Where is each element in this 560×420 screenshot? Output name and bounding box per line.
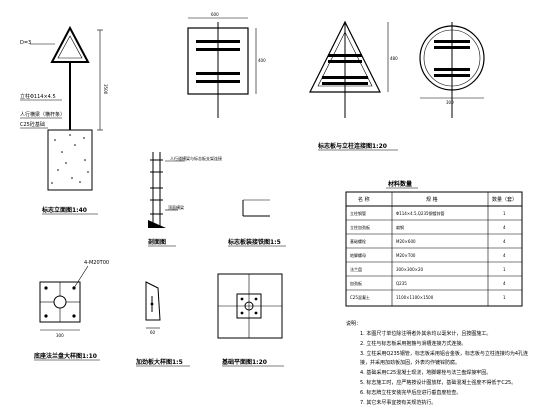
concrete-label: C25砼基础 bbox=[20, 121, 45, 128]
post-height-dim: 3500 bbox=[103, 84, 108, 95]
table-cell: 法兰盘 bbox=[350, 266, 362, 272]
table-cell: 4 bbox=[503, 281, 506, 286]
table-cell: M20×600 bbox=[396, 239, 416, 244]
post-spec-label: 立柱Φ114×4.5 bbox=[20, 93, 56, 100]
hook-detail-caption: 标志板装接铁图1:5 bbox=[227, 238, 281, 246]
foundation-plan-caption: 基础平面图1:20 bbox=[221, 358, 267, 366]
note-line: 7. 其它未尽事宜按有关规范执行。 bbox=[360, 399, 436, 406]
table-cell: 立柱钢管 bbox=[350, 210, 366, 216]
notes-block: 说明： 1. 本图尺寸单位除注明者外其余均以毫米计，且按图施工。 2. 立柱与标… bbox=[346, 320, 528, 406]
table-header-qty: 数量（套） bbox=[492, 196, 517, 203]
note-line: 4. 基础采用C25混凝土现浇，地脚螺栓与法兰盘焊接牢固。 bbox=[360, 369, 491, 376]
table-header-spec: 规 格 bbox=[426, 196, 438, 203]
table-cell: 4 bbox=[503, 239, 506, 244]
triangle-upper-bracket bbox=[328, 54, 362, 57]
svg-text:300: 300 bbox=[446, 100, 454, 105]
table-cell: 地脚螺母 bbox=[350, 252, 366, 258]
section-hatch bbox=[148, 220, 166, 228]
material-table: 材料数量 名 称 规 格 数量（套） 立柱钢管 Φ114×4.5,Q235钢镀锌… bbox=[345, 180, 523, 307]
circle-upper-bracket bbox=[434, 40, 470, 43]
foundation-plan: 基础平面图1:20 bbox=[217, 273, 284, 367]
base-plate-center-hole bbox=[53, 295, 67, 309]
sign-connection-caption: 标志板与立柱连接图1:20 bbox=[317, 142, 387, 150]
table-cell: C25混凝土 bbox=[350, 294, 370, 300]
stiffener-caption: 加劲板大样图1:5 bbox=[135, 358, 183, 366]
table-cell: Q235 bbox=[396, 281, 407, 286]
side-elevation-view: D=3 3500 立柱Φ114×4.5 人行横梁（横杆条） C25砼基础 标志立… bbox=[20, 25, 108, 215]
callout-top-label: D=3 bbox=[20, 40, 31, 46]
table-cell: 基础螺栓 bbox=[350, 238, 366, 244]
note-line: 3. 立柱采用Q235钢管，标志板采用铝合金板，标志板与立柱连接均为4孔连 bbox=[360, 350, 528, 357]
table-cell: 4 bbox=[503, 225, 506, 230]
table-title: 材料数量 bbox=[387, 180, 412, 188]
concrete-hatch bbox=[51, 134, 89, 184]
anchor-bolt-hole bbox=[44, 286, 48, 290]
svg-text:600: 600 bbox=[211, 12, 219, 17]
note-line: 6. 标志牌立柱安装完毕后应进行垂直度检查。 bbox=[360, 389, 461, 396]
section-note: 人行道横梁与标志板支架连接 bbox=[170, 155, 222, 161]
table-frame bbox=[345, 191, 523, 307]
rect-lower-bracket bbox=[196, 72, 240, 75]
base-plate-detail: 4-M20T00 300 底座法兰盘大样图1:10 bbox=[34, 260, 109, 361]
svg-text:480: 480 bbox=[390, 56, 398, 61]
svg-text:60: 60 bbox=[150, 330, 156, 335]
table-cell: 1100×1100×1500 bbox=[396, 295, 434, 300]
section-view: 人行道横梁与标志板支架连接 顶面横梁 剖面图 bbox=[148, 152, 222, 247]
table-cell: 1 bbox=[503, 267, 506, 272]
concrete-foundation bbox=[47, 129, 93, 191]
rect-upper-bracket bbox=[196, 40, 240, 43]
table-cell: 300×300×20 bbox=[396, 267, 424, 272]
notes-title: 说明： bbox=[346, 320, 361, 327]
hook-detail: 标志板装接铁图1:5 bbox=[227, 199, 286, 247]
note-line: 1. 本图尺寸单位除注明者外其余均以毫米计，且按图施工。 bbox=[360, 330, 491, 337]
svg-text:300: 300 bbox=[56, 333, 64, 338]
table-cell: Φ114×4.5,Q235钢镀锌管 bbox=[396, 210, 445, 216]
table-cell: 1 bbox=[503, 295, 506, 300]
base-plate-caption: 底座法兰盘大样图1:10 bbox=[34, 352, 97, 360]
note-line: 2. 立柱与标志板采用抱箍与滑槽连接方式连接。 bbox=[360, 340, 466, 347]
note-line: 5. 标志施工时，应严格按设计图放样，基础混凝土强度不得低于C25。 bbox=[360, 379, 516, 386]
stiffener-detail: 60 加劲板大样图1:5 bbox=[135, 281, 190, 367]
warning-triangle-sign bbox=[50, 25, 90, 63]
triangle-inner-border bbox=[57, 35, 83, 59]
triangle-lower-bracket bbox=[322, 76, 368, 79]
table-header-name: 名 称 bbox=[358, 196, 370, 203]
sign-connection-views: 600 400 480 300 标志板与立柱连接图1:20 bbox=[187, 12, 485, 151]
bolt-leader bbox=[73, 265, 89, 289]
side-elevation-caption: 标志立面图1:40 bbox=[41, 206, 87, 214]
svg-text:400: 400 bbox=[258, 58, 266, 63]
note-line: 接，并采用加劲板加固，外表均作镀锌防腐。 bbox=[360, 359, 460, 366]
table-cell: 扁钢 bbox=[396, 224, 404, 230]
table-cell: 立柱加劲板 bbox=[350, 224, 370, 230]
beam-label: 人行横梁（横杆条） bbox=[20, 111, 65, 118]
circle-lower-bracket bbox=[434, 68, 470, 71]
table-cell: M20×T00 bbox=[396, 253, 416, 258]
table-cell: 4 bbox=[503, 253, 506, 258]
base-bolt-label: 4-M20T00 bbox=[84, 260, 109, 266]
section-hatch-label: 顶面横梁 bbox=[168, 204, 184, 210]
table-cell: 加劲板 bbox=[350, 280, 362, 286]
table-cell: 1 bbox=[503, 211, 506, 216]
section-caption: 剖面图 bbox=[148, 238, 166, 246]
stiffener-plate bbox=[145, 281, 161, 321]
